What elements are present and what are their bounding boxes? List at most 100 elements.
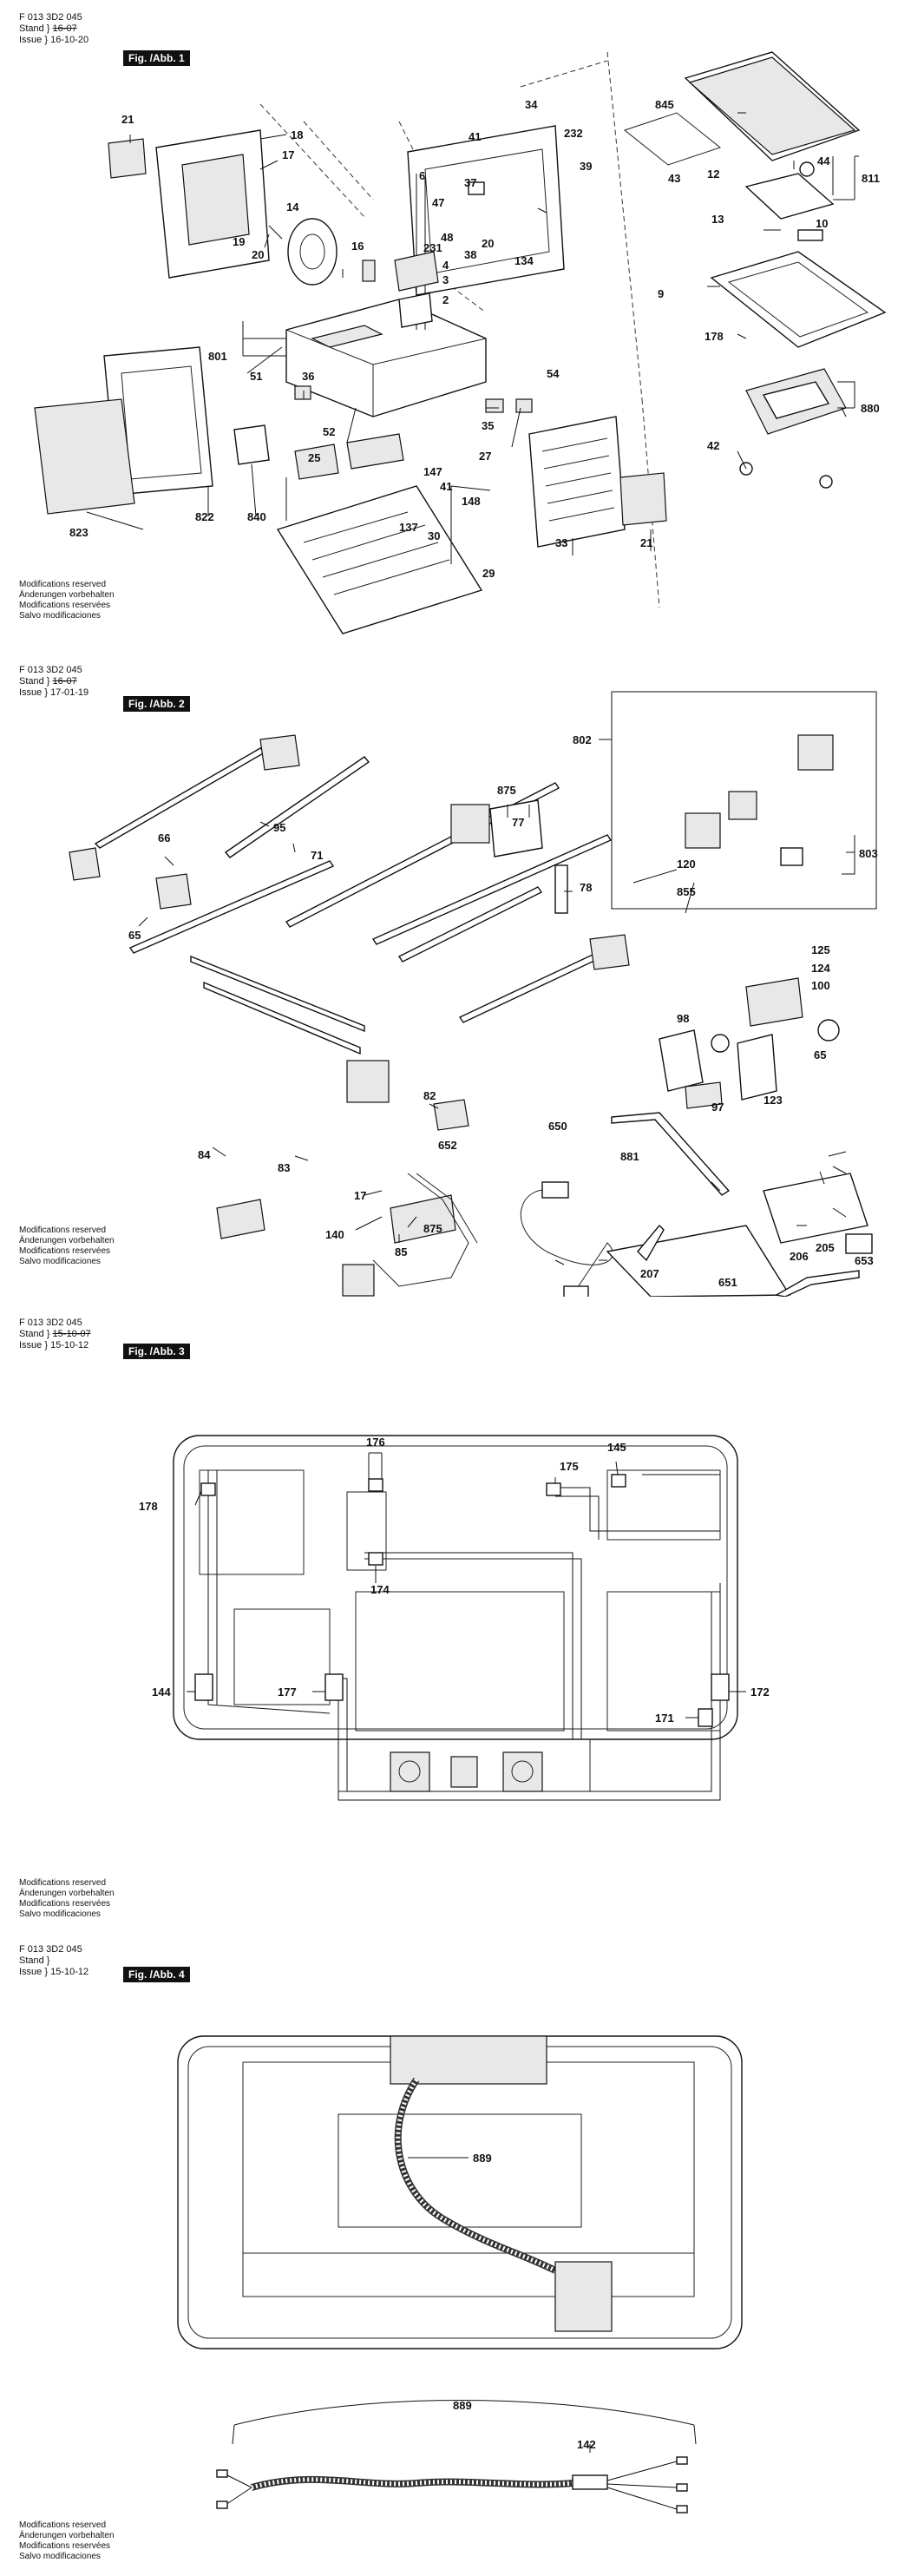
callout: 123 (764, 1094, 783, 1107)
callout: 174 (370, 1583, 390, 1596)
callout: 232 (564, 127, 583, 140)
callout: 651 (718, 1276, 737, 1289)
callout: 78 (580, 881, 592, 894)
callout: 12 (707, 168, 719, 181)
callout-labels: 889 889 142 (453, 2152, 596, 2451)
callout: 100 (811, 979, 830, 992)
doc-number: F 013 3D2 045 (19, 1944, 82, 1955)
callout: 85 (395, 1245, 407, 1258)
wiring-diagram (177, 2035, 743, 2514)
callout: 803 (859, 847, 878, 860)
callout: 20 (252, 248, 264, 261)
callout: 880 (861, 402, 880, 415)
callout: 889 (473, 2152, 492, 2165)
callout: 148 (462, 495, 481, 508)
callout: 889 (453, 2399, 472, 2412)
sheet-fig-1: F 013 3D2 045 Stand } 16-07 Issue } 16-1… (0, 0, 911, 644)
callout: 30 (428, 529, 440, 542)
callout: 52 (323, 425, 335, 438)
callout: 178 (705, 330, 724, 343)
callout: 47 (432, 196, 444, 209)
callout: 95 (273, 821, 285, 834)
doc-number: F 013 3D2 045 (19, 665, 82, 675)
callout: 142 (577, 2438, 596, 2451)
callout: 207 (640, 1267, 659, 1280)
callout: 27 (479, 450, 491, 463)
callout: 147 (423, 465, 442, 478)
exploded-view-diagram (34, 51, 887, 634)
figure-label: Fig. /Abb. 3 (123, 1344, 190, 1359)
callout: 171 (655, 1712, 674, 1725)
callout-labels: 176 145 175 178 174 177 144 171 172 (139, 1436, 770, 1725)
callout: 178 (139, 1500, 158, 1513)
sheet-header: F 013 3D2 045 Stand } Issue } 15-10-12 (19, 1944, 89, 1977)
callout: 54 (547, 367, 560, 380)
callout: 41 (469, 130, 481, 143)
callout: 875 (423, 1222, 442, 1235)
callout: 41 (440, 480, 452, 493)
callout: 42 (707, 439, 719, 452)
callout: 16 (351, 240, 364, 253)
sheet-header: F 013 3D2 045 Stand } 15-10-07 Issue } 1… (19, 1318, 91, 1350)
callout: 17 (282, 148, 294, 161)
callout: 66 (158, 831, 170, 844)
callout: 9 (658, 287, 664, 300)
wiring-diagram (173, 1435, 746, 1801)
callout: 124 (811, 962, 830, 975)
callout: 2 (442, 293, 449, 306)
doc-number: F 013 3D2 045 (19, 1318, 82, 1328)
callout: 822 (195, 510, 214, 523)
callout: 840 (247, 510, 266, 523)
callout: 65 (814, 1048, 826, 1061)
callout: 71 (311, 849, 323, 862)
callout: 20 (482, 237, 494, 250)
callout: 3 (442, 273, 449, 286)
callout: 175 (560, 1460, 579, 1473)
callout: 144 (152, 1686, 171, 1699)
callout: 881 (620, 1150, 639, 1163)
callout: 37 (464, 176, 476, 189)
callout: 137 (399, 521, 418, 534)
callout: 13 (711, 213, 724, 226)
callout: 34 (525, 98, 538, 111)
callout: 44 (817, 154, 830, 168)
sheet-fig-4: F 013 3D2 045 Stand } Issue } 15-10-12 F… (0, 1932, 911, 2576)
callout: 19 (233, 235, 245, 248)
callout: 43 (668, 172, 680, 185)
callout: 652 (438, 1139, 457, 1152)
callout: 845 (655, 98, 674, 111)
callout: 125 (811, 943, 830, 956)
callout: 51 (250, 370, 262, 383)
modifications-note: Modifications reserved Änderungen vorbeh… (19, 580, 115, 621)
callout: 802 (573, 733, 592, 746)
callout: 33 (555, 536, 567, 549)
exploded-view-diagram (69, 691, 877, 1297)
callout: 18 (291, 128, 303, 141)
callout: 653 (855, 1254, 874, 1267)
callout: 134 (514, 254, 534, 267)
figure-label: Fig. /Abb. 2 (123, 696, 190, 712)
callout-labels: 66 95 71 875 77 78 65 84 83 82 17 140 87… (128, 733, 878, 1289)
stand-date: 16-07 (52, 23, 77, 34)
callout: 6 (419, 169, 425, 182)
callout: 10 (816, 217, 828, 230)
callout: 14 (286, 200, 299, 214)
modifications-note: Modifications reserved Änderungen vorbeh… (19, 2520, 115, 2561)
callout: 120 (677, 858, 696, 871)
callout-labels: 21 18 17 14 19 20 16 801 51 36 52 25 54 … (69, 98, 880, 580)
callout: 39 (580, 160, 592, 173)
callout: 97 (711, 1101, 724, 1114)
callout: 811 (862, 172, 880, 185)
callout: 205 (816, 1241, 835, 1254)
callout: 172 (750, 1686, 770, 1699)
callout: 36 (302, 370, 314, 383)
callout: 38 (464, 248, 476, 261)
callout: 4 (442, 259, 449, 272)
callout: 82 (423, 1089, 436, 1102)
callout: 83 (278, 1161, 290, 1174)
callout: 21 (121, 113, 134, 126)
callout: 140 (325, 1228, 344, 1241)
stand-label: Stand (19, 23, 44, 34)
sheet-fig-2: F 013 3D2 045 Stand } 16-07 Issue } 17-0… (0, 653, 911, 1297)
callout: 65 (128, 929, 141, 942)
